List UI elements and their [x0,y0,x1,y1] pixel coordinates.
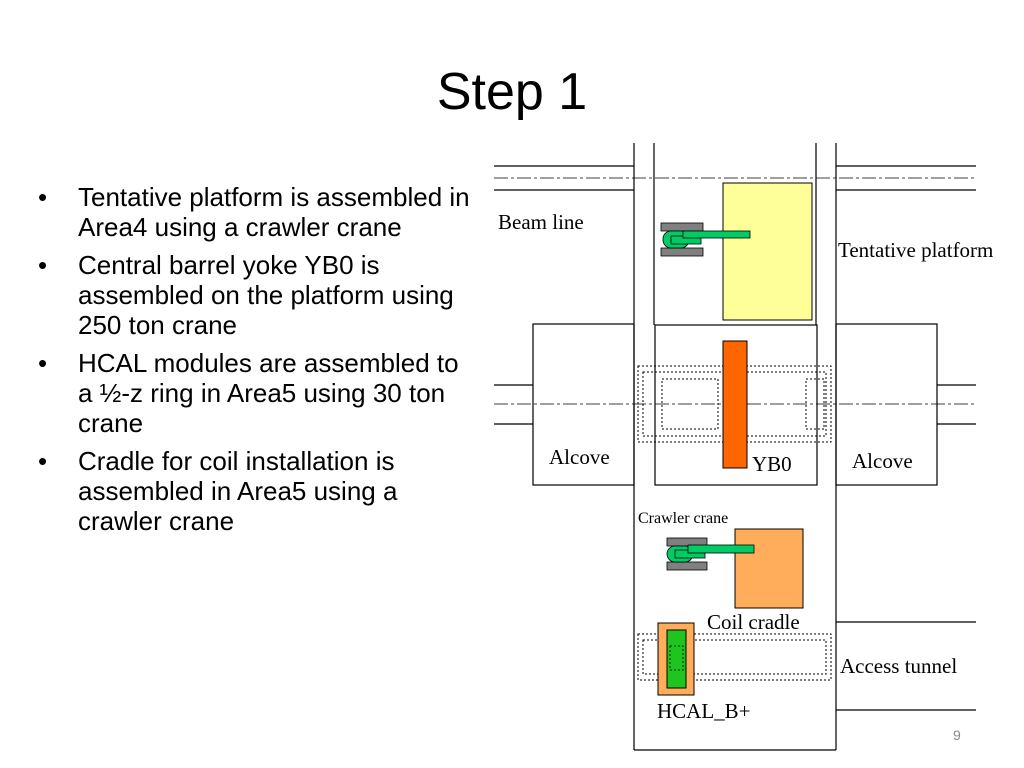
crane-arm [687,544,755,554]
bullet-dot: • [38,250,48,280]
bullet-list: • Tentative platform is assembled in Area… [38,182,478,544]
bullet-item: • Tentative platform is assembled in Area… [38,182,478,242]
label-alcove-left: Alcove [549,445,610,469]
yb0-box [722,340,748,469]
bullet-dot: • [38,182,48,212]
label-yb0: YB0 [752,452,792,476]
label-crawler-crane: Crawler crane [638,510,728,527]
alcove-right-box [835,323,938,486]
coil-cradle-box [734,528,804,609]
hcal-outline-inner [642,639,827,675]
label-coil-cradle: Coil cradle [707,610,800,634]
label-hcal: HCAL_B+ [657,699,751,723]
bullet-text: HCAL modules are assembled to a ½-z ring… [78,348,459,438]
tentative-platform-box [722,182,813,321]
bullet-dot: • [38,348,48,378]
central-hall-box [654,324,818,486]
label-access-tunnel: Access tunnel [840,654,957,678]
bullet-item: • Central barrel yoke YB0 is assembled on… [38,250,478,340]
crane-arm [682,230,751,239]
page-number: 9 [953,727,961,743]
hcal-outline-outer [637,633,832,681]
hcal-inner-box [666,629,687,689]
bullet-item: • Cradle for coil installation is assembl… [38,446,478,536]
label-beam-line: Beam line [498,210,584,234]
alcove-left-box [532,323,635,486]
crane-track-top [660,222,704,232]
detector-outline-inner [661,378,719,430]
bullet-text: Cradle for coil installation is assemble… [78,446,398,536]
bullet-item: • HCAL modules are assembled to a ½-z rin… [38,348,478,438]
crane-track-bottom [660,247,704,257]
slide-title: Step 1 [436,63,588,121]
bullet-text: Central barrel yoke YB0 is assembled on … [78,250,454,340]
detector-outline-right [805,378,825,430]
hcal-core-outline [669,645,684,671]
label-tentative-platform: Tentative platform [838,238,993,262]
bullet-dot: • [38,446,48,476]
label-alcove-right: Alcove [852,449,913,473]
crane-track-bottom [666,561,708,571]
bullet-text: Tentative platform is assembled in Area4… [78,182,470,242]
detector-outline-mid [642,371,827,437]
